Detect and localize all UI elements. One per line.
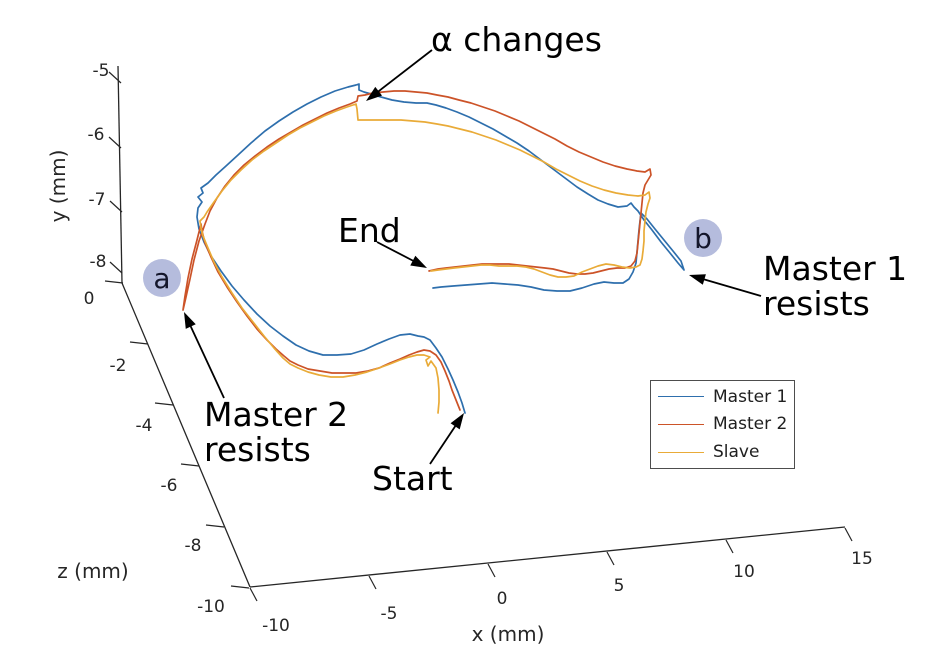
x-axis-tick [249,587,258,602]
z-axis-tick-label: 0 [84,289,95,309]
legend-label-master1: Master 1 [713,386,788,407]
z-axis-tick-label: -6 [161,476,178,496]
badge-a: a [143,259,181,297]
z-axis-tick [180,463,200,467]
x-axis-tick [725,539,734,554]
master2-resists-arrow-head [184,312,196,329]
annotation-start: Start [372,459,453,498]
start-arrow-head [450,413,464,430]
y-axis-tick [108,136,122,149]
y-axis-tick [109,261,123,274]
z-axis-line [121,282,251,588]
legend-line-slave [658,451,704,453]
z-axis-tick [154,402,174,406]
z-axis-label: z (mm) [57,559,129,583]
annotation-alpha-changes: α changes [431,20,602,59]
badge-b: b [684,219,722,257]
z-axis-tick-label: -8 [185,536,202,556]
series-master-2 [182,90,652,411]
x-axis-tick-label: -5 [381,604,398,624]
z-axis-tick-label: -2 [110,356,127,376]
y-axis-tick [108,71,122,84]
z-axis-tick [205,524,225,528]
annotation-end: End [338,211,401,250]
legend-label-master2: Master 2 [713,414,788,435]
y-axis-tick-label: -8 [90,252,107,272]
x-axis-tick [606,551,615,566]
legend: Master 1 Master 2 Slave [650,380,795,469]
series-slave [199,103,651,414]
start-arrow-shaft [429,423,458,465]
legend-line-master1 [658,396,704,398]
y-axis-line [117,65,123,284]
annotation-master2-resists: Master 2 resists [204,395,349,469]
x-axis-tick-label: 15 [851,549,873,569]
annotation-master2-resists-line1: Master 2 [204,395,349,434]
annotation-master1-resists: Master 1 resists [763,249,908,323]
master2-resists-arrow-shaft [188,323,225,399]
x-axis-line [249,526,846,588]
end-arrow-shaft [376,241,416,263]
legend-row-master1: Master 1 [651,383,794,410]
z-axis-tick [230,585,250,589]
end-arrow-head [410,255,427,268]
x-axis-tick [368,575,377,590]
y-axis-tick [109,200,123,213]
legend-line-master2 [658,423,704,425]
annotation-master2-resists-line2: resists [204,429,311,469]
series-master-1 [196,83,685,414]
legend-label-slave: Slave [713,442,760,463]
master1-resists-arrow-shaft [701,277,762,297]
y-axis-tick-label: -7 [89,190,106,210]
y-axis-tick-label: -6 [88,125,105,145]
z-axis-tick [129,341,149,345]
z-axis-tick-label: -10 [197,597,225,617]
annotation-master1-resists-line2: resists [763,283,870,323]
y-axis-tick-label: -5 [93,61,110,81]
legend-row-master2: Master 2 [651,411,794,438]
legend-row-slave: Slave [651,439,794,466]
z-axis-tick [104,280,124,284]
alpha-arrow-head [366,86,383,101]
x-axis-label: x (mm) [471,622,545,646]
z-axis-tick-label: -4 [136,416,153,436]
x-axis-tick [844,527,853,542]
x-axis-tick-label: 10 [733,562,755,582]
annotation-master1-resists-line1: Master 1 [763,249,908,288]
x-axis-tick-label: -10 [262,616,290,636]
x-axis-tick-label: 5 [614,576,625,596]
master1-resists-arrow-head [689,274,706,285]
x-axis-tick-label: 0 [497,589,508,609]
alpha-arrow-shaft [375,49,433,94]
x-axis-tick [487,563,496,578]
y-axis-label: y (mm) [46,149,70,223]
